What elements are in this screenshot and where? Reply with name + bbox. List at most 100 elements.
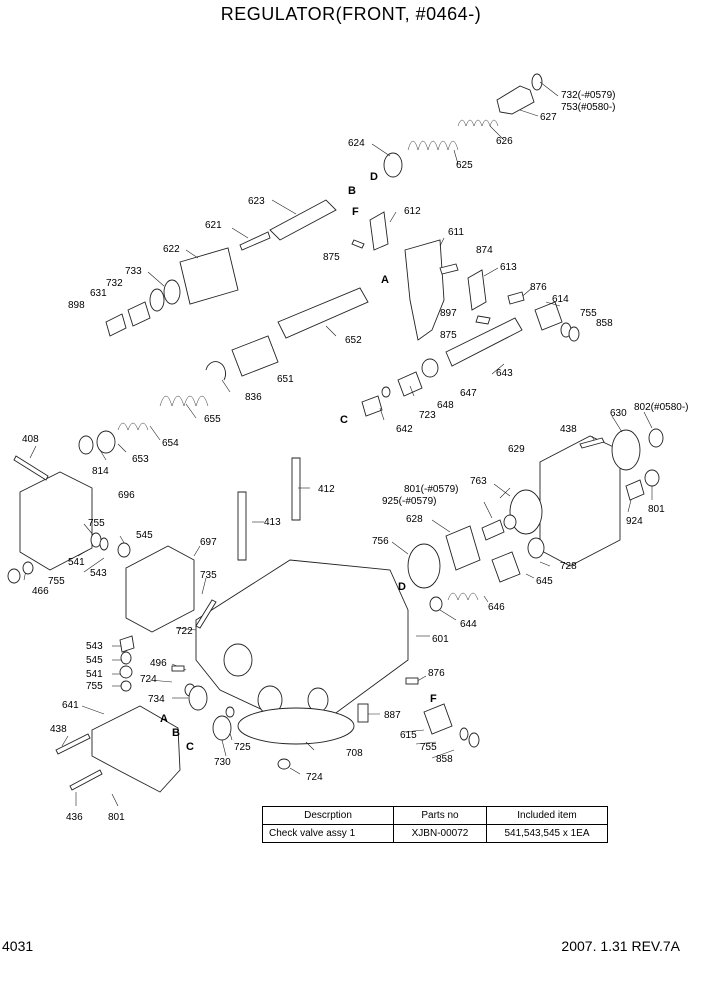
callout-730: 730 (214, 757, 231, 768)
part-836-snapring (205, 361, 226, 381)
part-651-spool (231, 335, 279, 377)
callout-874: 874 (476, 245, 493, 256)
callout-630: 630 (610, 408, 627, 419)
page-number: 4031 (2, 938, 34, 954)
part-629-cover (539, 435, 621, 567)
table-header: Descrption (262, 806, 394, 825)
part-728-oring (527, 537, 545, 559)
letter-b-top: B (348, 185, 356, 197)
callout-621: 621 (205, 220, 222, 231)
callout-545b: 545 (86, 655, 103, 666)
callout-628: 628 (406, 514, 423, 525)
callout-801a: 801(-#0579) (404, 484, 458, 495)
callout-543a: 543 (90, 568, 107, 579)
part-654-spring (117, 422, 149, 431)
part-408-bolt (13, 455, 49, 481)
callout-612: 612 (404, 206, 421, 217)
housing-port-1 (223, 643, 253, 677)
part-898-pin (105, 313, 127, 337)
callout-755c: 755 (48, 576, 65, 587)
callout-801c: 801 (108, 812, 125, 823)
callout-647: 647 (460, 388, 477, 399)
callout-651: 651 (277, 374, 294, 385)
callout-644: 644 (460, 619, 477, 630)
part-413-bolt (237, 491, 247, 561)
part-708-oring (237, 707, 355, 745)
letter-d-mid: D (398, 581, 406, 593)
callout-643: 643 (496, 368, 513, 379)
part-630-ring (611, 429, 641, 471)
table-cell: Check valve assy 1 (262, 824, 394, 843)
part-624-seat (383, 152, 403, 178)
callout-646: 646 (488, 602, 505, 613)
callout-438b: 438 (50, 724, 67, 735)
callout-541b: 541 (86, 669, 103, 680)
callout-858a: 858 (596, 318, 613, 329)
letter-a-low: A (160, 713, 168, 725)
letter-c-low: C (186, 741, 194, 753)
part-642-plug (361, 395, 383, 417)
callout-615: 615 (400, 730, 417, 741)
callout-652: 652 (345, 335, 362, 346)
part-763-oring (509, 489, 543, 535)
revision-label: 2007. 1.31 REV.7A (561, 938, 680, 954)
callout-755d: 755 (86, 681, 103, 692)
part-648-part (397, 371, 423, 397)
callout-412: 412 (318, 484, 335, 495)
part-601-housing (195, 559, 409, 733)
part-733-ring (163, 279, 181, 305)
callout-756: 756 (372, 536, 389, 547)
part-631-sleeve (127, 301, 151, 327)
callout-875a: 875 (323, 252, 340, 263)
callout-925: 925(-#0579) (382, 496, 436, 507)
callout-436: 436 (66, 812, 83, 823)
callout-723: 723 (419, 410, 436, 421)
callout-755e: 755 (420, 742, 437, 753)
callout-733: 733 (125, 266, 142, 277)
callout-labels: 732(-#0579) 753(#0580-) 627 626 624 625 … (22, 90, 688, 823)
part-814-ring (78, 435, 94, 455)
callout-642: 642 (396, 424, 413, 435)
callout-887: 887 (384, 710, 401, 721)
callout-876b: 876 (428, 668, 445, 679)
callout-696: 696 (118, 490, 135, 501)
callout-725: 725 (234, 742, 251, 753)
callout-898: 898 (68, 300, 85, 311)
callout-611: 611 (448, 227, 464, 238)
callout-697: 697 (200, 537, 217, 548)
part-647-part (421, 358, 439, 378)
part-697-cover (125, 545, 195, 633)
callout-722: 722 (176, 626, 193, 637)
callout-763: 763 (470, 476, 487, 487)
table-header: Included item (486, 806, 608, 825)
callout-466: 466 (32, 586, 49, 597)
callout-545a: 545 (136, 530, 153, 541)
connection-letters: D B F A C D F A B C (160, 171, 437, 753)
part-412-bolt (291, 457, 301, 521)
callout-875b: 875 (440, 330, 457, 341)
letter-a-top: A (381, 274, 389, 286)
callout-413: 413 (264, 517, 281, 528)
callout-801b: 801 (648, 504, 665, 515)
part-802-plug (648, 428, 664, 448)
part-643-rod (445, 317, 523, 367)
part-622-sleeve (179, 247, 239, 305)
callout-625: 625 (456, 160, 473, 171)
letter-b-low: B (172, 727, 180, 739)
callout-724a: 724 (140, 674, 157, 685)
callout-541a: 541 (68, 557, 85, 568)
page-title: REGULATOR(FRONT, #0464-) (220, 4, 482, 24)
callout-624: 624 (348, 138, 365, 149)
callout-631: 631 (90, 288, 107, 299)
callout-924: 924 (626, 516, 643, 527)
callout-653: 653 (132, 454, 149, 465)
letter-c-mid: C (340, 414, 348, 426)
callout-543b: 543 (86, 641, 103, 652)
part-646-spring (447, 592, 479, 601)
part-625-spring (407, 140, 459, 151)
part-623-pin (269, 199, 337, 241)
letter-f-top: F (352, 206, 359, 218)
callout-408: 408 (22, 434, 39, 445)
included-parts-table: Descrption Parts no Included item Check … (262, 806, 608, 843)
